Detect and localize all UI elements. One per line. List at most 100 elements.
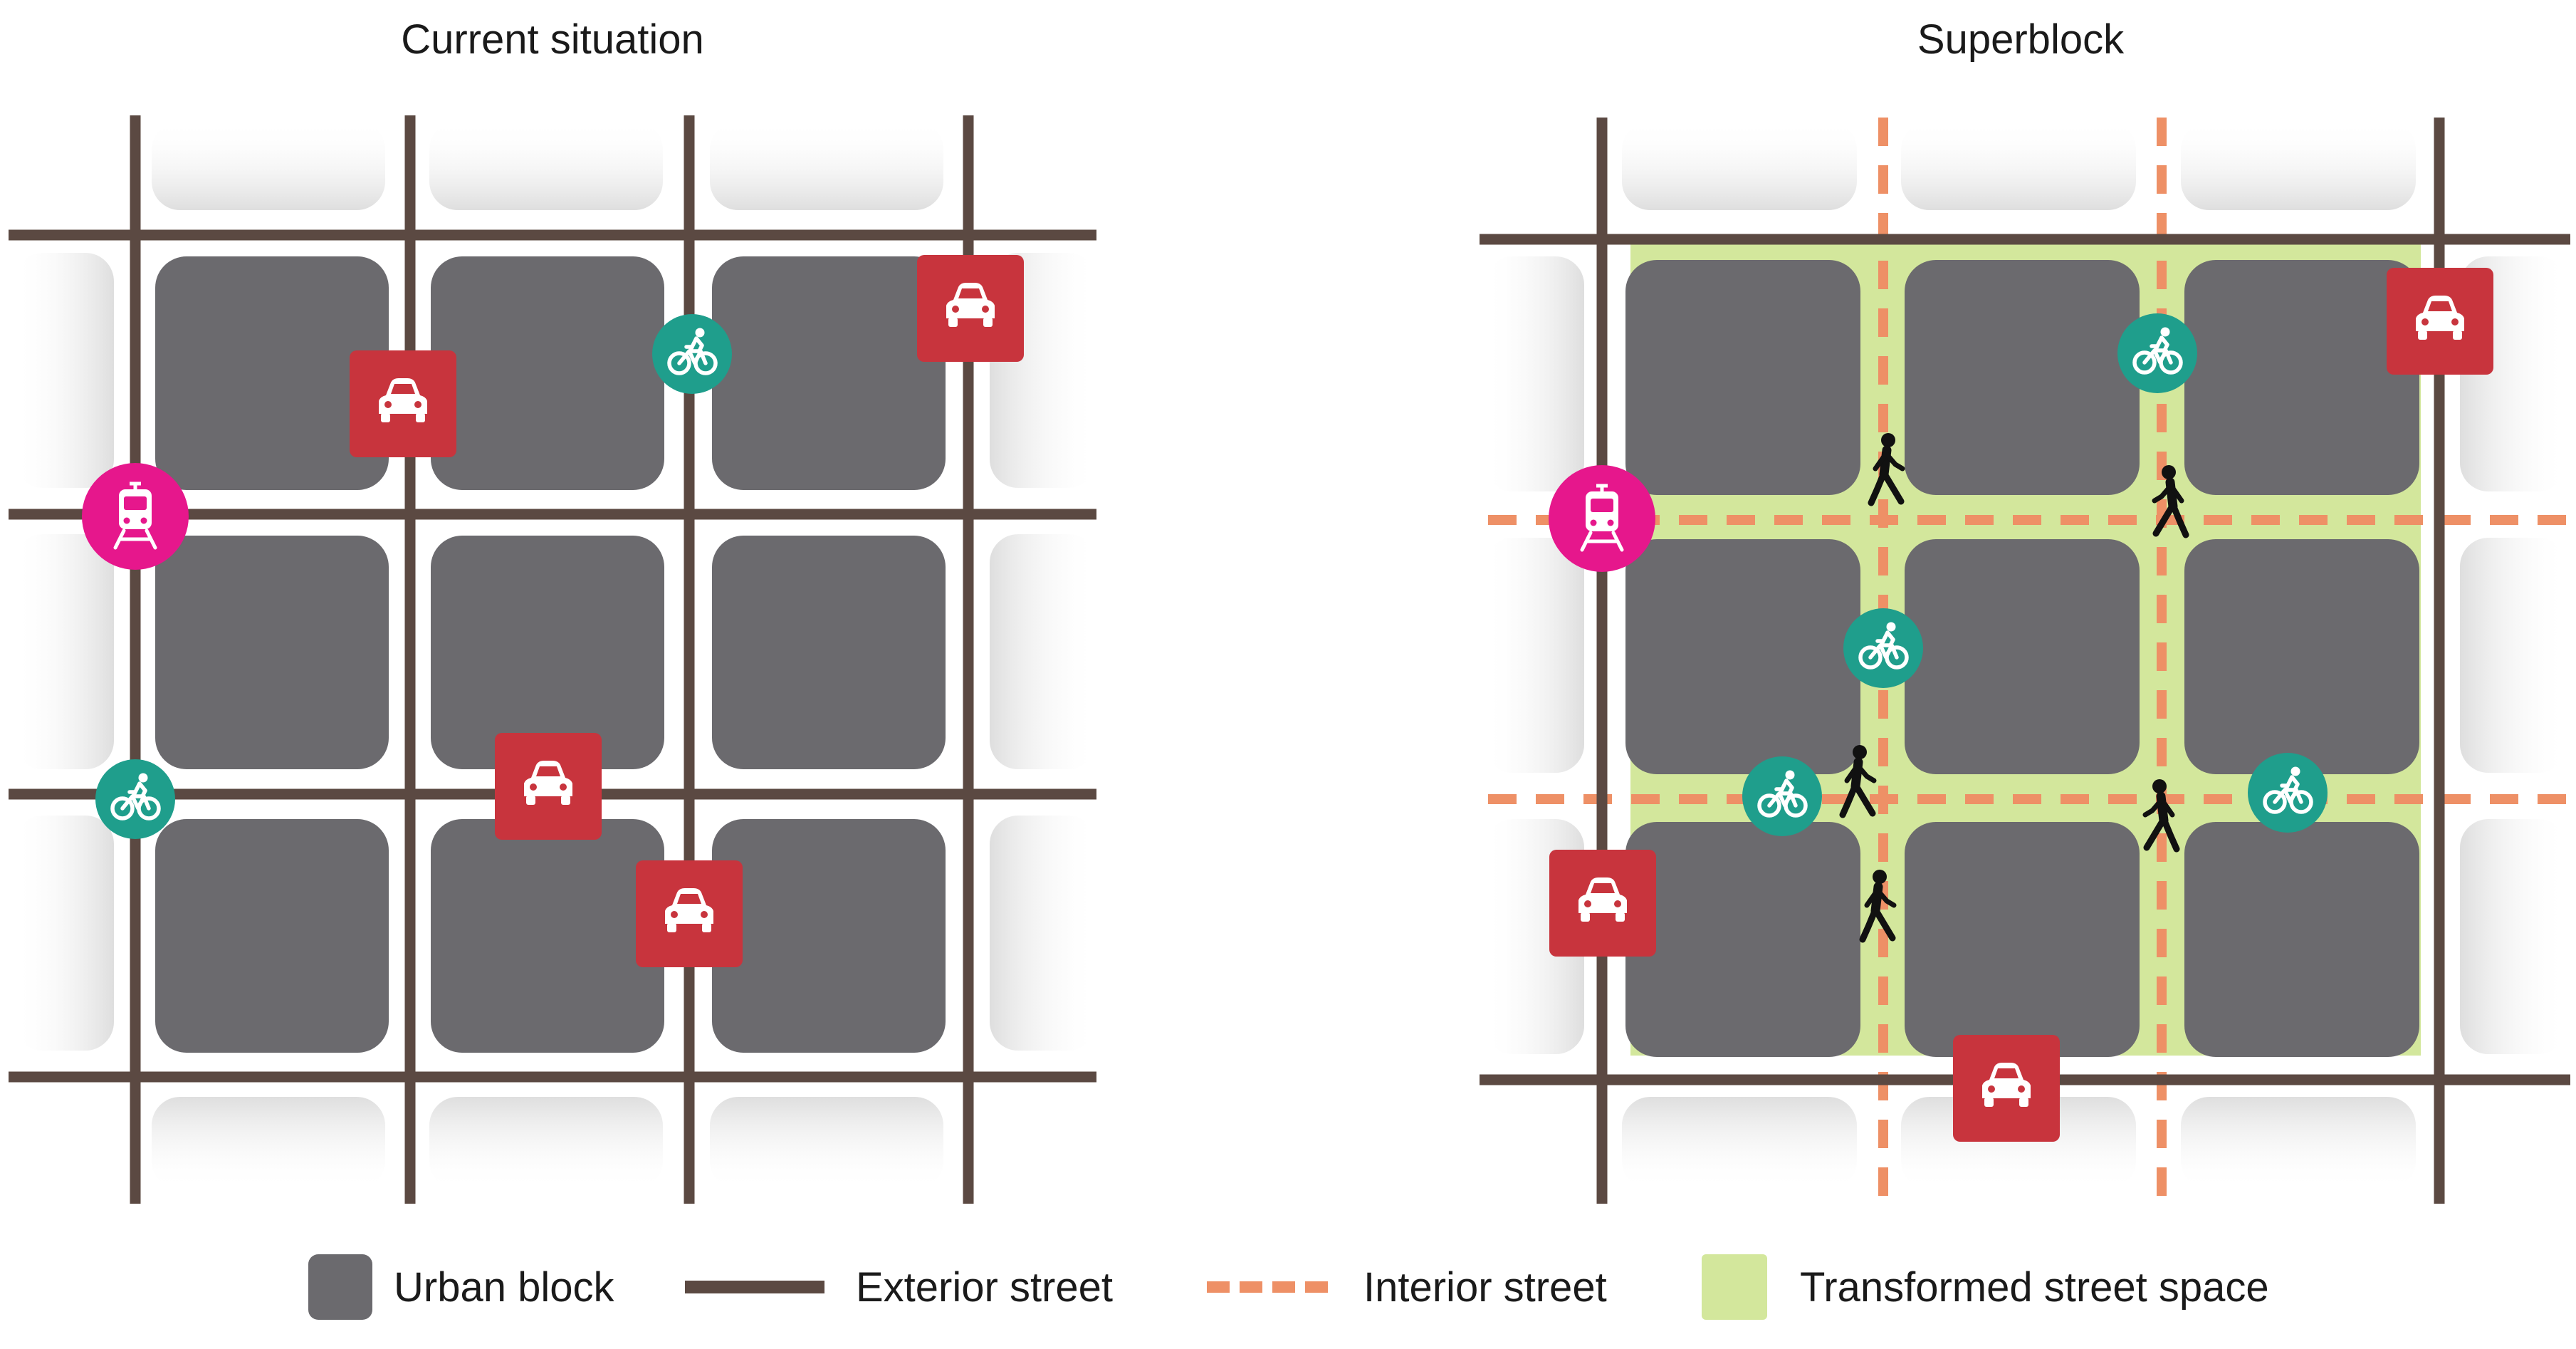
pedestrian-head: [1881, 433, 1895, 447]
urban-block: [712, 536, 946, 769]
faded-neighbour-block: [1622, 1097, 1857, 1189]
car-wheel: [702, 923, 711, 932]
pedestrian-legs: [1839, 781, 1876, 818]
faded-neighbour-block: [429, 121, 663, 210]
legend-transformed-street-space: Transformed street space: [1702, 1248, 2269, 1326]
car-windshield: [958, 288, 983, 298]
legend-exterior-street-label: Exterior street: [856, 1264, 1113, 1311]
faded-neighbour-block: [1485, 256, 1584, 491]
tram-icon: [1549, 465, 1655, 572]
superblock-title: Superblock: [1917, 16, 2125, 63]
car-headlight: [982, 306, 989, 313]
car-icon: [636, 860, 743, 967]
car-windshield: [677, 894, 701, 904]
bicycle-icon: [1843, 608, 1923, 688]
car-wheel: [983, 318, 993, 327]
urban-block: [1905, 822, 2140, 1057]
tram-tracks: [1580, 531, 1624, 552]
urban-block: [1905, 539, 2140, 774]
bicycle-rider: [2154, 335, 2169, 353]
car-windshield: [2428, 301, 2452, 311]
faded-neighbour-block: [152, 121, 385, 210]
legend-interior-street: Interior street: [1207, 1248, 1607, 1326]
faded-neighbour-block: [2460, 819, 2567, 1054]
tram-light: [1607, 519, 1614, 526]
legend: Urban block Exterior street Interior str…: [0, 1248, 2576, 1326]
bicycle-wheel: [2132, 350, 2157, 375]
urban-block: [155, 819, 389, 1053]
faded-neighbour-block: [1901, 121, 2136, 210]
car-wheel: [2453, 330, 2462, 340]
transformed-street-space-swatch: [1702, 1254, 1767, 1320]
faded-neighbour-block: [14, 253, 114, 488]
bicycle-icon: [95, 759, 175, 839]
bicycle-wheel: [1858, 645, 1883, 670]
pedestrian-arms: [2142, 798, 2175, 818]
tram-window: [124, 496, 147, 510]
pedestrian-icon: [2142, 779, 2180, 853]
car-icon: [495, 733, 602, 840]
car-headlight: [952, 306, 959, 313]
pedestrian-head: [2152, 779, 2167, 793]
car-wheel: [1581, 912, 1590, 922]
bicycle-icon: [2248, 753, 2328, 833]
urban-block: [155, 256, 389, 490]
bicycle-wheel: [2263, 790, 2287, 814]
urban-block: [431, 819, 664, 1053]
current-situation-title: Current situation: [401, 16, 704, 63]
legend-urban-block: Urban block: [308, 1248, 614, 1326]
faded-neighbour-block: [990, 534, 1096, 769]
bicycle-wheel: [1757, 793, 1781, 818]
urban-block: [2184, 260, 2419, 495]
bicycle-rider: [132, 781, 147, 798]
urban-block: [2184, 822, 2419, 1057]
faded-neighbour-block: [14, 534, 114, 769]
pedestrian-icon: [1868, 433, 1905, 506]
pedestrian-icon: [1839, 745, 1877, 818]
car-headlight: [1988, 1085, 1995, 1093]
car-headlight: [1614, 900, 1621, 907]
car-windshield: [1591, 883, 1615, 893]
car-headlight: [2018, 1085, 2025, 1093]
car-wheel: [1616, 912, 1625, 922]
faded-neighbour-block: [152, 1097, 385, 1189]
interior-street-swatch: [1207, 1281, 1328, 1293]
pedestrian-arms: [1864, 888, 1897, 908]
bicycle-rider-head: [1886, 622, 1896, 632]
tram-light: [1590, 519, 1597, 526]
pedestrian-icon: [1859, 870, 1897, 943]
exterior-street-swatch: [685, 1281, 824, 1293]
pedestrian-legs: [2152, 501, 2189, 538]
urban-block: [712, 819, 946, 1053]
urban-block: [1625, 822, 1860, 1057]
car-headlight: [1584, 900, 1591, 907]
bicycle-rider-head: [2290, 766, 2300, 776]
faded-neighbour-block: [429, 1097, 663, 1189]
faded-neighbour-block: [710, 121, 943, 210]
tram-pantograph: [130, 481, 141, 489]
legend-exterior-street: Exterior street: [685, 1248, 1113, 1326]
car-headlight: [671, 911, 678, 918]
tram-window: [1591, 499, 1613, 512]
bicycle-wheel: [667, 351, 691, 375]
car-windshield: [1994, 1068, 2019, 1078]
legend-interior-street-label: Interior street: [1363, 1264, 1607, 1311]
pedestrian-legs: [1868, 469, 1905, 506]
tram-light: [140, 517, 147, 524]
car-wheel: [561, 796, 570, 805]
bicycle-rider: [2284, 775, 2300, 792]
car-wheel: [948, 318, 958, 327]
pedestrian-head: [1873, 870, 1887, 884]
faded-neighbour-block: [2181, 121, 2416, 210]
faded-neighbour-block: [2460, 538, 2567, 773]
urban-block: [155, 536, 389, 769]
pedestrian-legs: [2143, 816, 2180, 853]
faded-neighbour-block: [1485, 538, 1584, 773]
bicycle-rider-head: [138, 773, 148, 783]
car-windshield: [391, 384, 415, 394]
pedestrian-arms: [2152, 484, 2184, 504]
pedestrian-icon: [2152, 465, 2189, 538]
bicycle-rider-head: [1785, 770, 1795, 780]
